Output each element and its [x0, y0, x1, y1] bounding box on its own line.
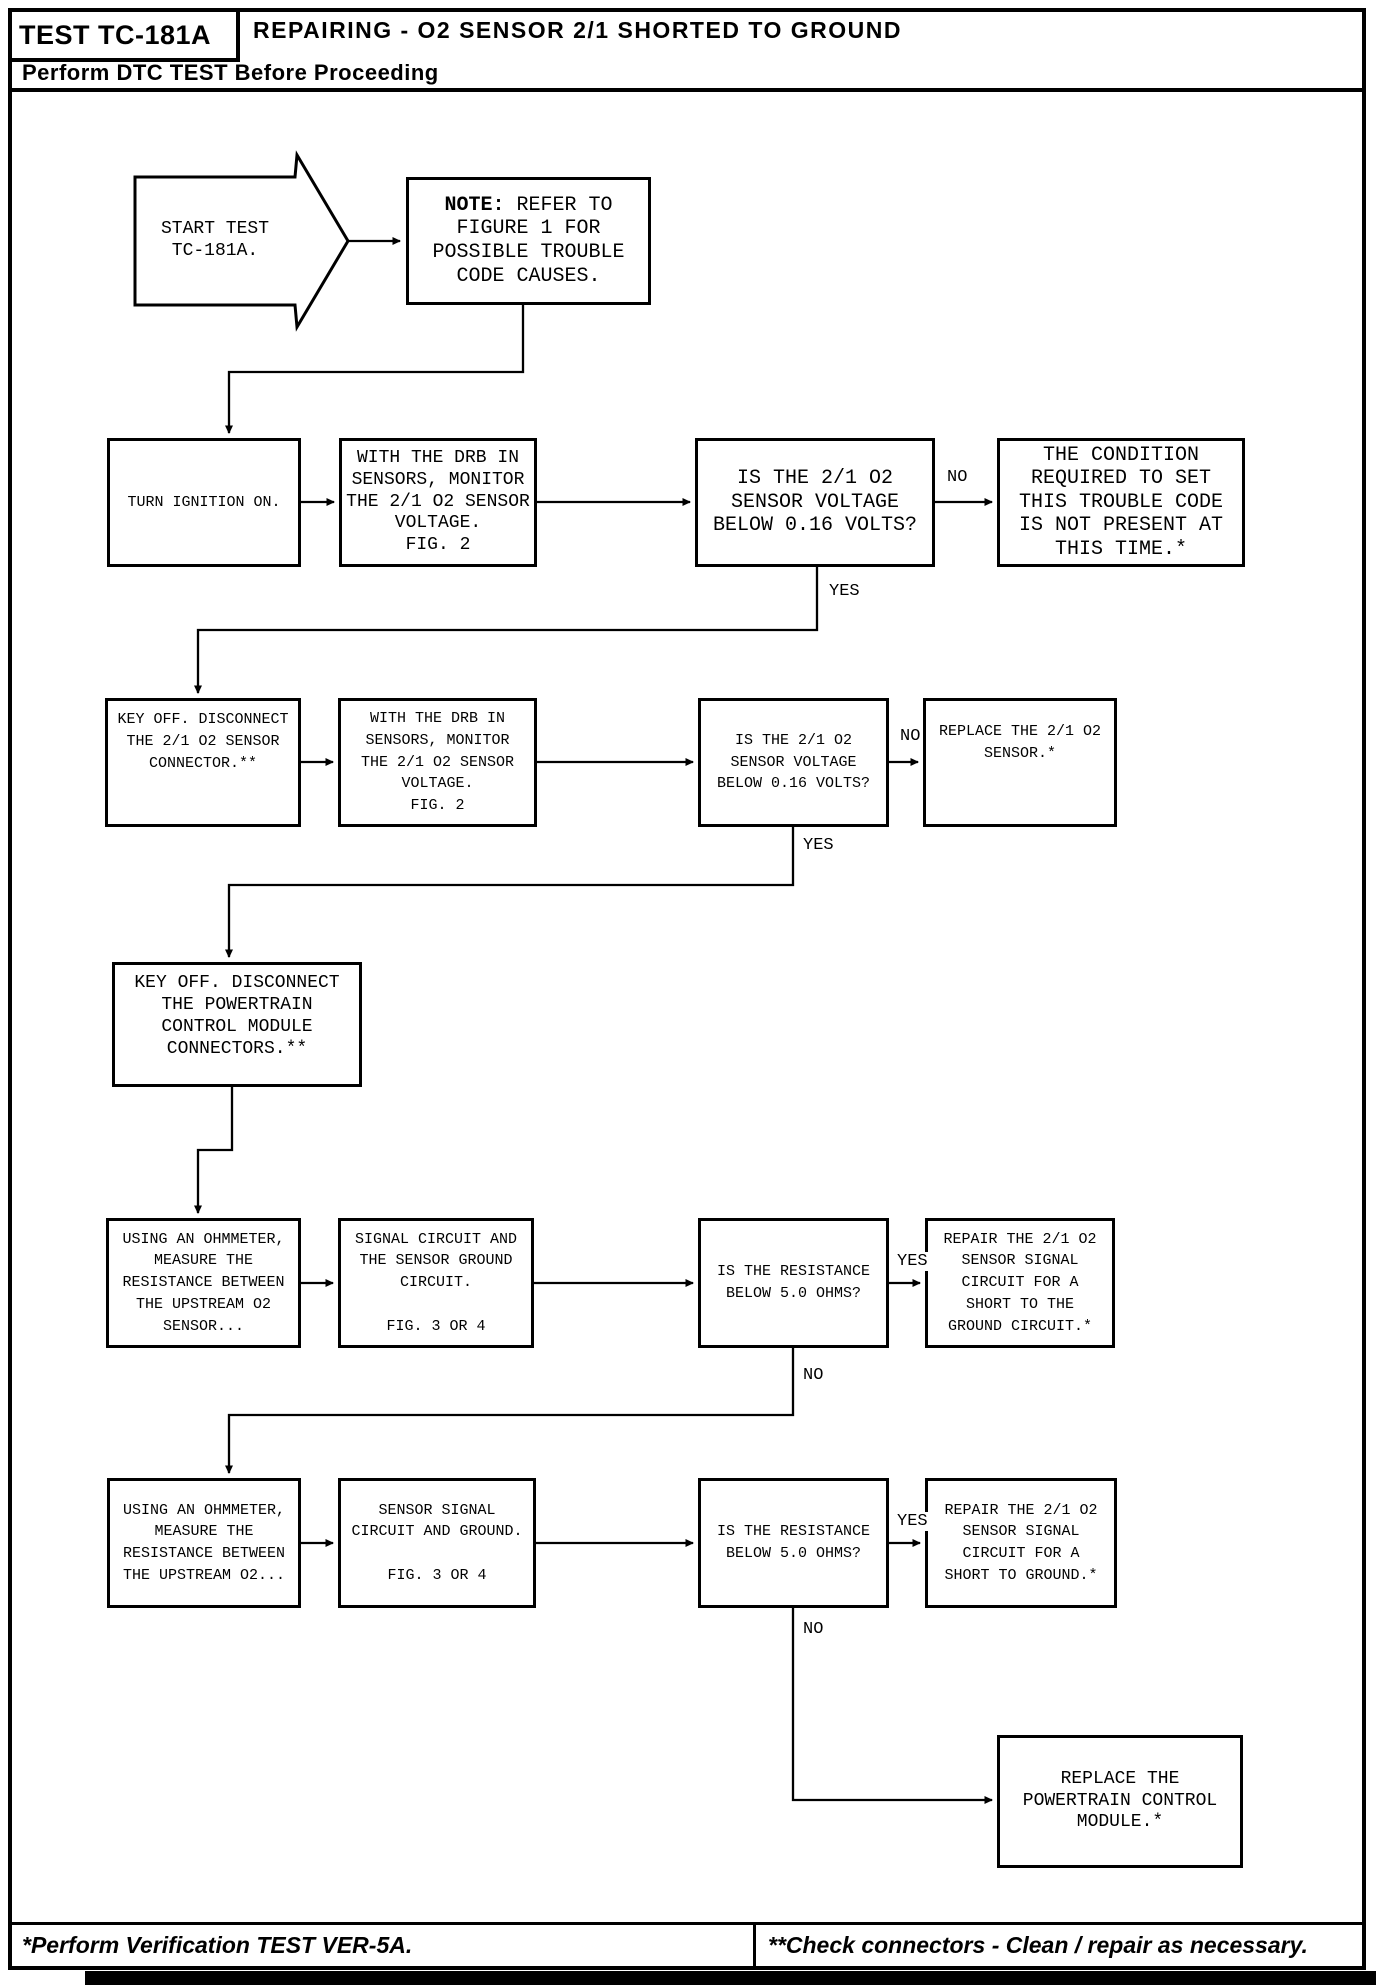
flow-box-repair-short-ground-circuit: REPAIR THE 2/1 O2 SENSOR SIGNAL CIRCUIT …: [925, 1218, 1115, 1348]
note-text: NOTE: REFER TO FIGURE 1 FOR POSSIBLE TRO…: [432, 193, 625, 288]
flow-box-voltage-question-1: IS THE 2/1 O2 SENSOR VOLTAGE BELOW 0.16 …: [695, 438, 935, 567]
page-subtitle: Perform DTC TEST Before Proceeding: [22, 60, 439, 85]
start-arrow-shape: [133, 150, 350, 332]
header-divider: [8, 88, 1366, 92]
test-id-box: TEST TC-181A: [8, 8, 240, 62]
flow-box-repair-short-ground: REPAIR THE 2/1 O2 SENSOR SIGNAL CIRCUIT …: [925, 1478, 1117, 1608]
branch-label-yes-4: YES: [895, 1512, 930, 1531]
flow-box-replace-sensor: REPLACE THE 2/1 O2 SENSOR.*: [923, 698, 1117, 827]
flow-box-turn-ignition: TURN IGNITION ON.: [107, 438, 301, 567]
flow-box-drb-monitor-2: WITH THE DRB IN SENSORS, MONITOR THE 2/1…: [338, 698, 537, 827]
branch-label-yes-1: YES: [827, 582, 862, 601]
branch-label-no-1: NO: [945, 468, 970, 487]
bottom-bar: [85, 1971, 1376, 1985]
flow-box-ohmmeter-2: USING AN OHMMETER, MEASURE THE RESISTANC…: [107, 1478, 301, 1608]
flow-box-signal-ground-circuit: SIGNAL CIRCUIT AND THE SENSOR GROUND CIR…: [338, 1218, 534, 1348]
flow-box-drb-monitor-1: WITH THE DRB IN SENSORS, MONITOR THE 2/1…: [339, 438, 537, 567]
test-id: TEST TC-181A: [19, 19, 212, 50]
footer: *Perform Verification TEST VER-5A. **Che…: [8, 1922, 1366, 1966]
page-title: REPAIRING - O2 SENSOR 2/1 SHORTED TO GRO…: [253, 17, 902, 43]
flow-box-resistance-question-2: IS THE RESISTANCE BELOW 5.0 OHMS?: [698, 1478, 889, 1608]
branch-label-no-4: NO: [801, 1620, 826, 1639]
flow-box-sensor-signal-ground: SENSOR SIGNAL CIRCUIT AND GROUND. FIG. 3…: [338, 1478, 536, 1608]
flow-box-note: NOTE: REFER TO FIGURE 1 FOR POSSIBLE TRO…: [406, 177, 651, 305]
flow-box-key-off-sensor: KEY OFF. DISCONNECT THE 2/1 O2 SENSOR CO…: [105, 698, 301, 827]
flow-box-resistance-question-1: IS THE RESISTANCE BELOW 5.0 OHMS?: [698, 1218, 889, 1348]
page-border: [8, 8, 1366, 1970]
flow-box-start: START TEST TC-181A.: [160, 219, 270, 261]
branch-label-no-2: NO: [898, 727, 923, 746]
branch-label-yes-3: YES: [895, 1252, 930, 1271]
branch-label-yes-2: YES: [801, 836, 836, 855]
flow-box-replace-pcm: REPLACE THE POWERTRAIN CONTROL MODULE.*: [997, 1735, 1243, 1868]
footer-note-connectors: **Check connectors - Clean / repair as n…: [768, 1932, 1308, 1958]
footer-note-verification: *Perform Verification TEST VER-5A.: [8, 1925, 756, 1966]
branch-label-no-3: NO: [801, 1366, 826, 1385]
flow-box-ohmmeter-1: USING AN OHMMETER, MEASURE THE RESISTANC…: [106, 1218, 301, 1348]
flow-box-condition-not-present: THE CONDITION REQUIRED TO SET THIS TROUB…: [997, 438, 1245, 567]
flow-box-key-off-pcm: KEY OFF. DISCONNECT THE POWERTRAIN CONTR…: [112, 962, 362, 1087]
flow-box-voltage-question-2: IS THE 2/1 O2 SENSOR VOLTAGE BELOW 0.16 …: [698, 698, 889, 827]
